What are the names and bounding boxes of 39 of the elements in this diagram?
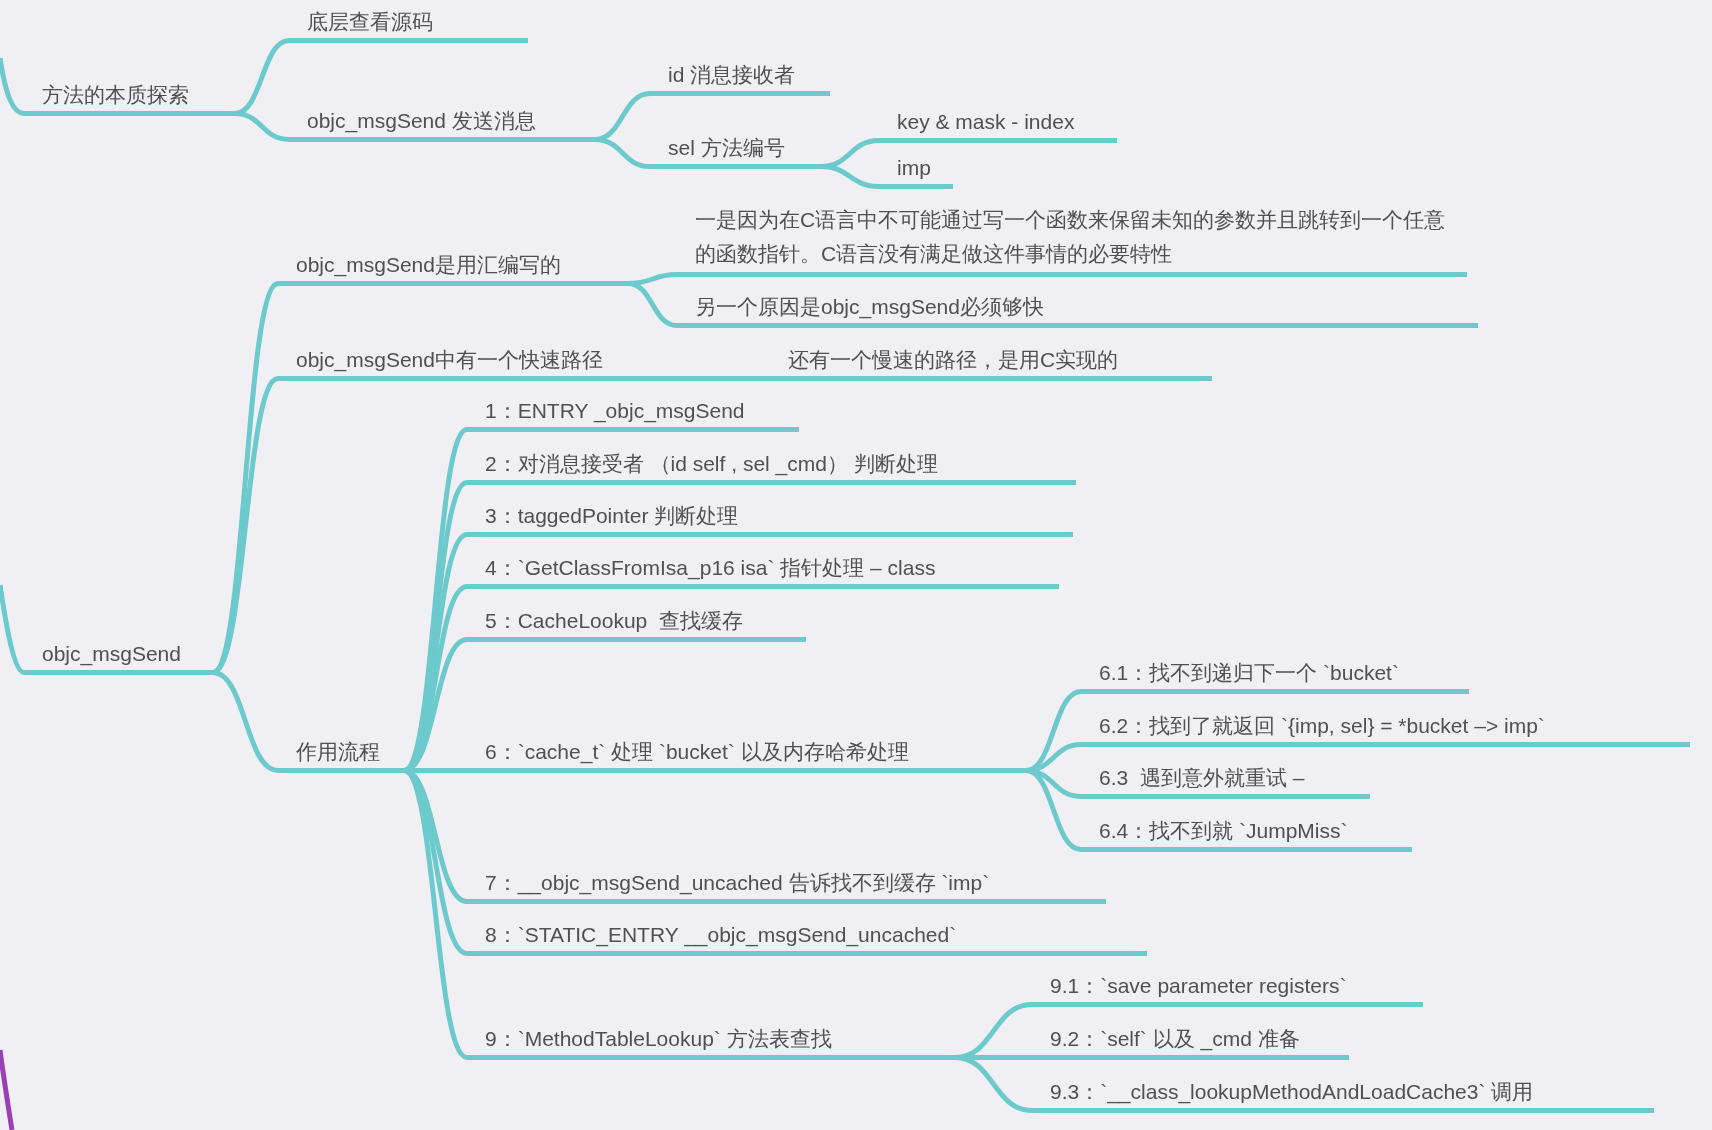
topic-text: objc_msgSend 发送消息 (289, 104, 595, 142)
branch-line (0, 57, 25, 116)
topic-text: 8：`STATIC_ENTRY __objc_msgSend_uncached` (467, 918, 1147, 956)
topic-text: 9.1：`save parameter registers` (1032, 969, 1423, 1007)
topic-text: imp (879, 151, 953, 189)
topic-text: 9：`MethodTableLookup` 方法表查找 (467, 1022, 955, 1060)
topic-text: 6.1：找不到递归下一个 `bucket` (1081, 656, 1469, 694)
topic-text: 6.2：找到了就返回 `{imp, sel} = *bucket –> imp` (1081, 709, 1690, 747)
topic-text: 一是因为在C语言中不可能通过写一个函数来保留未知的参数并且跳转到一个任意的函数指针。C语言没有满足做这件事情的必要特性 (677, 199, 1467, 277)
topic-text: 4：`GetClassFromIsa_p16 isa` 指针处理 – class (467, 551, 1059, 589)
branch-line (212, 670, 279, 773)
topic-text: objc_msgSend中有一个快速路径 (278, 343, 760, 381)
topic-text: 作用流程 (278, 735, 404, 773)
branch-line (234, 111, 290, 142)
topic-text: 9.2：`self` 以及 _cmd 准备 (1032, 1022, 1349, 1060)
topic-text: 2：对消息接受者 （id self , sel _cmd） 判断处理 (467, 447, 1076, 485)
topic-text: 6.3 遇到意外就重试 – (1081, 761, 1370, 799)
topic-text: key & mask - index (879, 105, 1117, 143)
topic-text: 还有一个慢速的路径，是用C实现的 (770, 343, 1212, 381)
topic-text: 5：CacheLookup 查找缓存 (467, 604, 806, 642)
branch-line (760, 376, 770, 381)
topic-text: 另一个原因是objc_msgSend必须够快 (677, 290, 1478, 328)
branch-line (954, 1055, 1033, 1113)
branch-line (0, 584, 26, 675)
branch-line (627, 281, 678, 328)
topic-text: sel 方法编号 (650, 131, 821, 169)
topic-text: 6：`cache_t` 处理 `bucket` 以及内存哈希处理 (467, 735, 1026, 773)
topic-text: id 消息接收者 (650, 58, 830, 96)
topic-text: 1：ENTRY _objc_msgSend (467, 394, 799, 432)
branch-line (594, 137, 651, 169)
topic-text: 3：taggedPointer 判断处理 (467, 499, 1073, 537)
topic-text: objc_msgSend是用汇编写的 (278, 248, 628, 286)
branch-line (820, 164, 880, 189)
topic-text: 底层查看源码 (289, 5, 528, 43)
topic-text: 7：__objc_msgSend_uncached 告诉找不到缓存 `imp` (467, 866, 1106, 904)
topic-text: 9.3：`__class_lookupMethodAndLoadCache3` 调用 (1032, 1075, 1654, 1113)
topic-text: objc_msgSend (24, 637, 213, 675)
topic-text: 方法的本质探索 (24, 78, 235, 116)
topic-text: 6.4：找不到就 `JumpMiss` (1081, 814, 1412, 852)
